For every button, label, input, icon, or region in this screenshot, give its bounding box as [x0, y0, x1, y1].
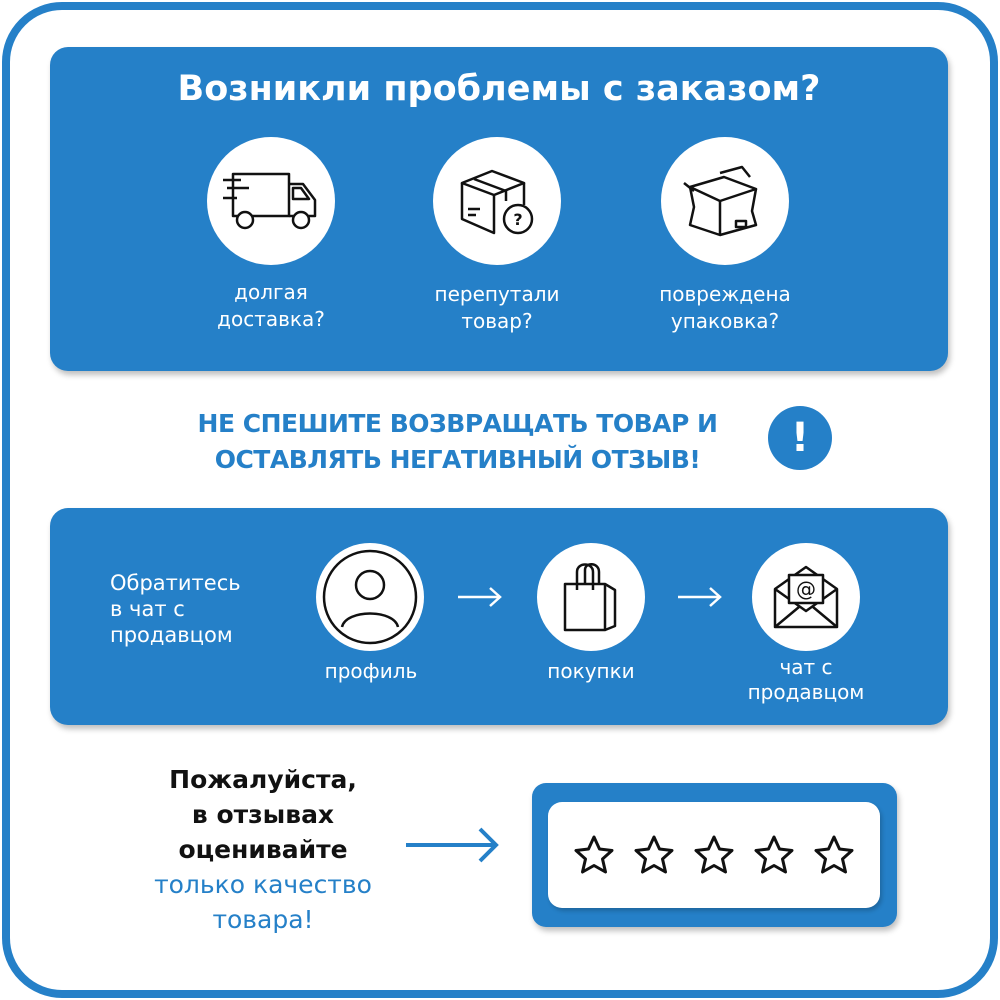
star-rating	[548, 802, 880, 908]
page-title: Возникли проблемы с заказом?	[177, 69, 821, 109]
box-question-icon: ?	[433, 137, 561, 265]
profile-icon	[316, 543, 424, 651]
step-label-profile: профиль	[324, 659, 418, 683]
svg-text:@: @	[796, 577, 816, 601]
exclamation-icon: !	[768, 406, 832, 470]
arrow-right-icon	[678, 587, 722, 607]
svg-text:?: ?	[513, 210, 522, 229]
arrow-right-icon	[458, 587, 502, 607]
star-rating-box	[532, 783, 897, 927]
star-icon[interactable]	[572, 834, 616, 876]
truck-icon	[207, 137, 335, 265]
step-label-purchases: покупки	[547, 659, 635, 683]
rating-request-text: Пожалуйста, в отзывах оценивайте только …	[154, 765, 372, 934]
damaged-box-icon	[661, 137, 789, 265]
shopping-bag-icon	[537, 543, 645, 651]
arrow-right-icon	[406, 827, 499, 863]
star-icon[interactable]	[632, 834, 676, 876]
star-icon[interactable]	[812, 834, 856, 876]
star-icon[interactable]	[692, 834, 736, 876]
star-icon[interactable]	[752, 834, 796, 876]
mail-icon: @	[752, 543, 860, 651]
